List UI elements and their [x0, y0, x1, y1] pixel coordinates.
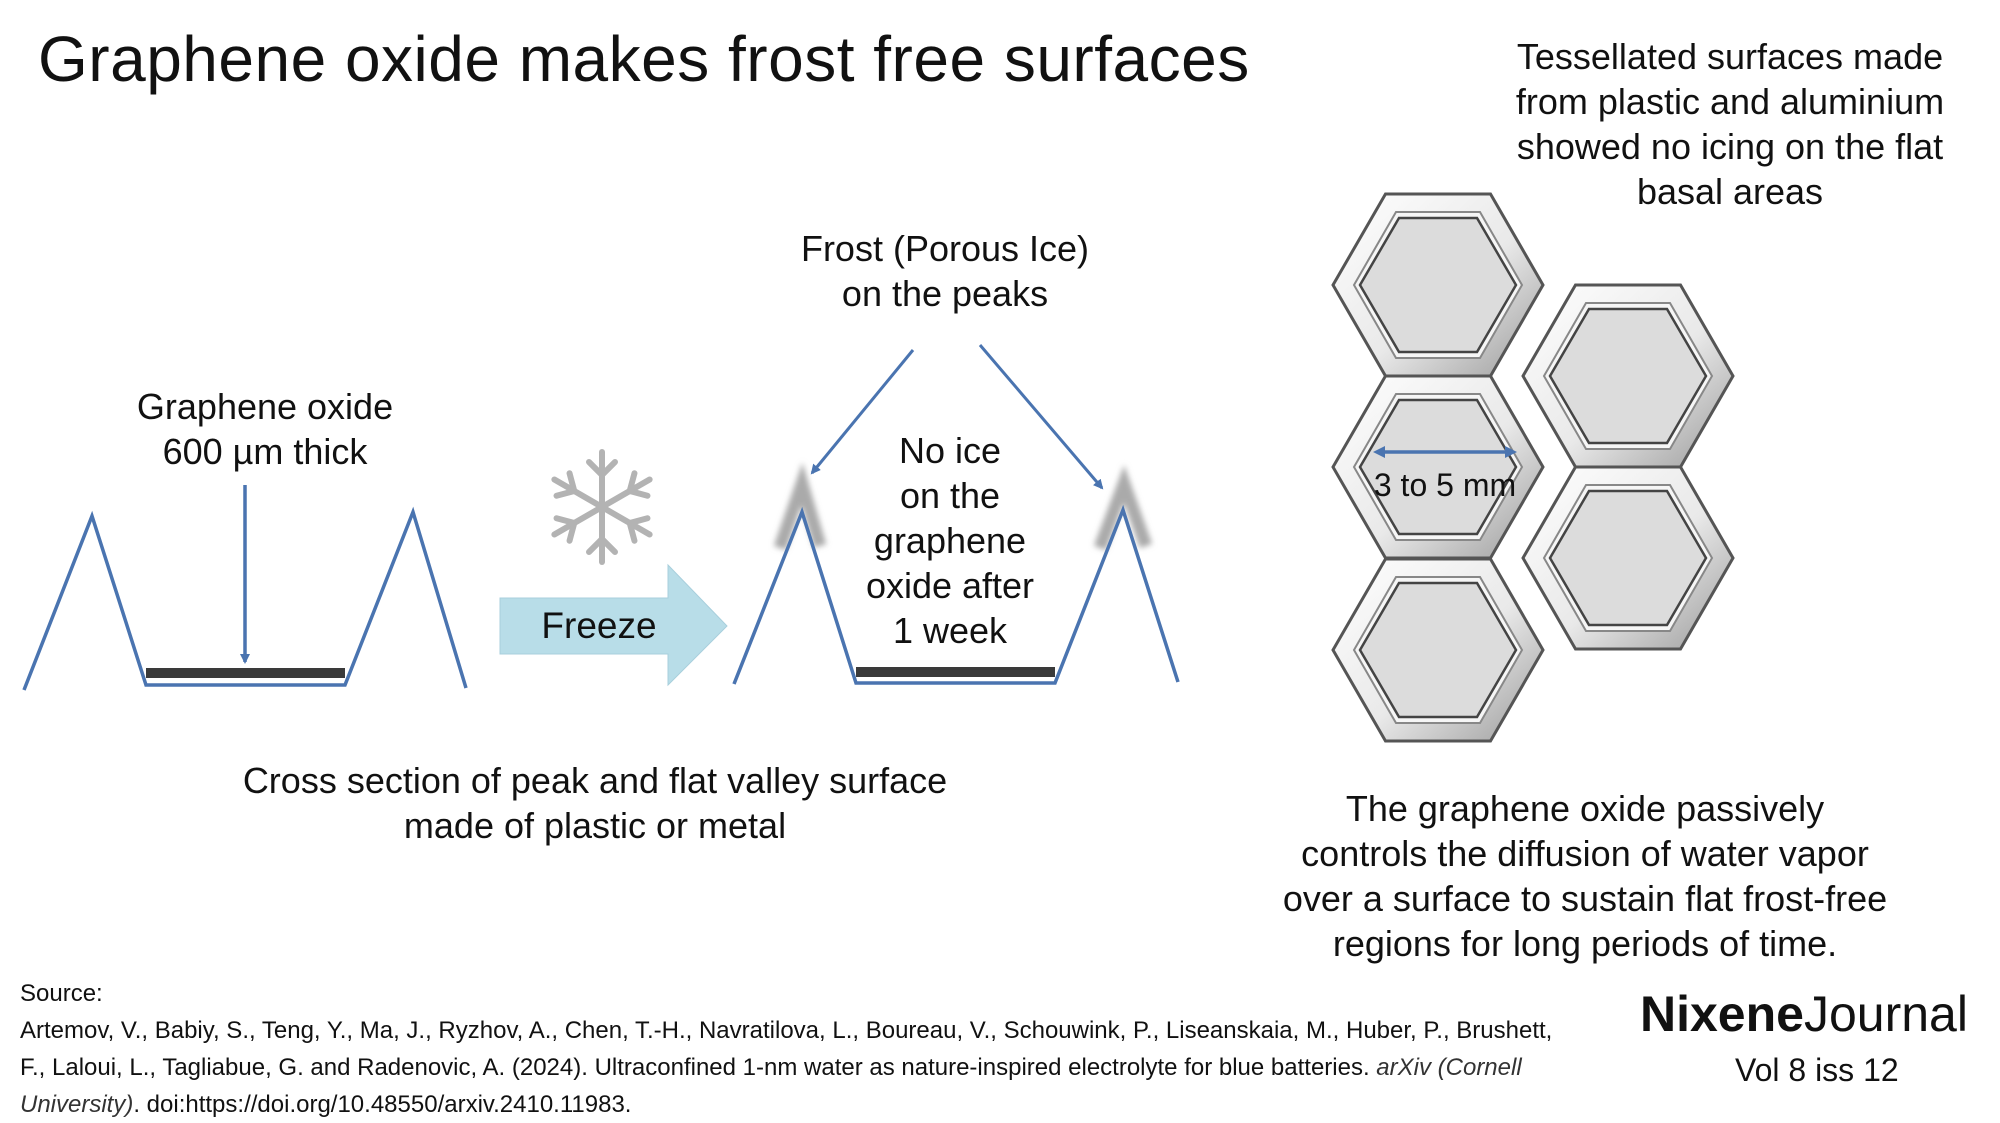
brand-regular: Journal [1803, 986, 1968, 1042]
source-heading: Source: [20, 980, 103, 1007]
graphene-label: Graphene oxide 600 µm thick [136, 386, 394, 472]
hexagon-tessellation: 3 to 5 mm [1331, 192, 1735, 743]
source-authors: Artemov, V., Babiy, S., Teng, Y., Ma, J.… [20, 1017, 1553, 1081]
cross-section-caption: Cross section of peak and flat valley su… [242, 760, 948, 846]
left-graphene-layer [146, 668, 345, 678]
source-doi: . doi:https://doi.org/10.48550/arxiv.241… [133, 1091, 632, 1118]
journal-brand: NixeneJournal [1640, 985, 1968, 1043]
right-surface-profile [732, 504, 1180, 685]
right-cross-section [732, 344, 1180, 685]
frost-right-peak [1093, 465, 1153, 551]
source-reference: Artemov, V., Babiy, S., Teng, Y., Ma, J.… [20, 1012, 1580, 1123]
passive-caption: The graphene oxide passively controls th… [1282, 788, 1888, 964]
hexagon-cell [1331, 557, 1545, 743]
tessellation-caption: Tessellated surfaces made from plastic a… [1515, 36, 1945, 212]
source-citation: Source: Artemov, V., Babiy, S., Teng, Y.… [20, 975, 1580, 1123]
right-graphene-layer [856, 667, 1055, 677]
issue-label: Vol 8 iss 12 [1735, 1052, 1899, 1088]
hexagon-cell [1331, 374, 1545, 560]
left-cross-section [22, 485, 468, 691]
no-ice-label: No ice on the graphene oxide after 1 wee… [865, 430, 1035, 651]
freeze-arrow-icon [499, 563, 728, 687]
size-label: 3 to 5 mm [1374, 467, 1516, 503]
frost-label: Frost (Porous Ice) on the peaks [800, 228, 1090, 314]
page-title: Graphene oxide makes frost free surfaces [38, 23, 1250, 95]
frost-left-peak [773, 462, 827, 551]
frost-pointer-left [810, 349, 915, 475]
frost-pointer-right [978, 344, 1104, 490]
brand-bold: Nixene [1640, 986, 1804, 1042]
hexagon-cell [1331, 192, 1545, 378]
hexagon-cell [1521, 283, 1735, 469]
left-surface-profile [22, 506, 468, 691]
source-journal: arXiv (Cornell University) [20, 1054, 1522, 1118]
freeze-label: Freeze [541, 605, 656, 646]
hexagon-cell [1521, 465, 1735, 651]
snowflake-icon [551, 449, 653, 565]
